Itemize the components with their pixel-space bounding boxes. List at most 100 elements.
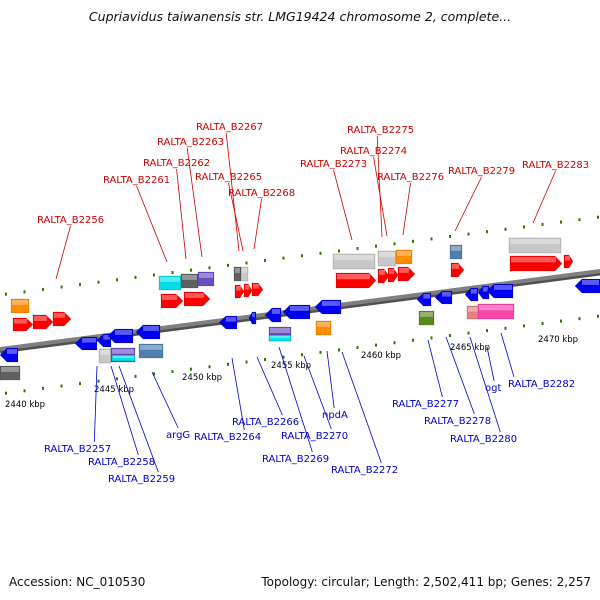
gene-arrow-reverse-shine — [322, 301, 340, 306]
gene-arrow-forward — [183, 291, 211, 307]
leader-line — [278, 346, 313, 453]
leader-line — [228, 182, 244, 252]
leader-line — [151, 371, 179, 429]
leader-line — [110, 365, 139, 456]
gene-label-top: RALTA_B2256 — [37, 215, 104, 226]
gene-arrow-forward-shine — [245, 285, 250, 290]
leader-line — [55, 225, 71, 280]
gene-label-top: RALTA_B2268 — [228, 188, 295, 199]
gene-box-olive-shine — [420, 312, 433, 317]
gene-arrow-forward-shine — [34, 316, 47, 321]
scale-label: 2450 kbp — [182, 373, 222, 383]
gene-box-purple — [197, 271, 215, 287]
gene-arrow-forward-shine — [399, 268, 409, 273]
leader-line — [333, 169, 353, 241]
gene-label-top: RALTA_B2262 — [143, 158, 210, 169]
gene-arrow-forward-shine — [337, 274, 370, 280]
gene-box-pink — [477, 303, 515, 320]
gene-arrow-reverse-shine — [115, 330, 132, 335]
gene-box-lightgray-shine — [334, 255, 374, 261]
gene-arrow-forward-shine — [162, 295, 177, 300]
leader-line — [373, 156, 388, 237]
gene-box-darkgray-shine — [235, 268, 240, 273]
gene-arrow-forward — [335, 272, 377, 289]
gene-box-darkgray-shine — [182, 275, 197, 280]
leader-line — [231, 357, 245, 431]
leader-line — [486, 346, 495, 382]
gene-arrow-reverse-shine — [7, 349, 17, 354]
gene-label-bottom: RALTA_B2278 — [424, 416, 491, 427]
gene-arrow-forward — [234, 284, 245, 299]
gene-box-olive — [418, 310, 435, 326]
gene-arrow-reverse — [314, 299, 342, 315]
gene-arrow-forward — [387, 267, 399, 283]
leader-line — [469, 336, 501, 433]
leader-line — [256, 356, 283, 416]
leader-line — [532, 170, 556, 224]
leader-line — [93, 365, 98, 443]
gene-box-purple-shine — [199, 273, 213, 278]
leader-line — [445, 336, 475, 415]
scale-label: 2445 kbp — [94, 385, 134, 395]
scale-label: 2455 kbp — [271, 361, 311, 371]
gene-box-orange — [395, 249, 413, 265]
gene-box-darkgray-shine — [1, 367, 19, 372]
gene-box-cyan-shine — [270, 336, 290, 339]
leader-line — [186, 147, 203, 258]
gene-arrow-reverse-shine — [103, 335, 110, 340]
leader-line — [118, 365, 159, 473]
leader-line — [402, 182, 411, 236]
gene-arrow-forward — [397, 266, 416, 282]
gene-arrow-reverse — [264, 307, 282, 323]
gene-box-cyan — [268, 334, 292, 342]
gene-label-bottom: RALTA_B2266 — [232, 417, 299, 428]
leader-line — [176, 168, 187, 260]
gene-arrow-forward-shine — [54, 313, 65, 318]
gene-arrow-reverse — [434, 290, 453, 305]
gene-arrow-reverse-shine — [582, 280, 599, 285]
gene-box-lightgray — [508, 237, 562, 254]
gene-arrow-reverse — [0, 347, 19, 363]
gene-label-bottom: RALTA_B2257 — [44, 444, 111, 455]
gene-arrow-reverse — [477, 285, 490, 300]
gene-box-lightgray-shine — [510, 239, 560, 245]
gene-box-cyan-shine — [160, 277, 180, 282]
gene-box-purple-shine — [270, 328, 290, 333]
gene-box-steelblue — [138, 343, 164, 359]
gene-label-bottom: RALTA_B2272 — [331, 465, 398, 476]
gene-box-orange-shine — [317, 322, 330, 327]
gene-arrow-reverse — [574, 278, 600, 294]
gene-arrow-reverse-shine — [482, 287, 488, 292]
gene-box-steelblue-shine — [451, 246, 461, 251]
gene-arrow-reverse — [416, 292, 432, 307]
gene-box-darkgray — [0, 365, 21, 381]
gene-arrow-forward — [243, 283, 253, 298]
gene-arrow-forward — [160, 293, 184, 309]
gene-label-top: RALTA_B2279 — [448, 166, 515, 177]
gene-arrow-reverse-shine — [442, 292, 451, 297]
gene-arrow-forward-shine — [565, 256, 570, 261]
accession-text: Accession: NC_010530 — [9, 575, 146, 589]
gene-label-bottom: RALTA_B2264 — [194, 432, 261, 443]
gene-box-lightgray-shine — [242, 268, 247, 273]
gene-arrow-reverse-shine — [252, 313, 255, 318]
gene-box-lightgray — [332, 253, 376, 270]
gene-arrow-reverse — [96, 333, 112, 348]
gene-label-bottom: RALTA_B2280 — [450, 434, 517, 445]
leader-line — [136, 185, 168, 263]
gene-label-bottom: RALTA_B2282 — [508, 379, 575, 390]
gene-box-lightgray-shine — [100, 350, 110, 355]
leader-line — [376, 135, 383, 238]
gene-arrow-reverse-shine — [290, 306, 309, 311]
map-title: Cupriavidus taiwanensis str. LMG19424 ch… — [88, 9, 512, 24]
scale-label: 2440 kbp — [5, 400, 45, 410]
gene-label-top: RALTA_B2267 — [196, 122, 263, 133]
gene-arrow-reverse-shine — [423, 294, 430, 299]
gene-arrow-reverse — [486, 283, 514, 299]
gene-arrow-forward — [32, 314, 54, 330]
gene-label-top: RALTA_B2275 — [347, 125, 414, 136]
gene-label-bottom: RALTA_B2259 — [108, 474, 175, 485]
leader-line — [341, 351, 382, 464]
gene-label-bottom: RALTA_B2270 — [281, 431, 348, 442]
